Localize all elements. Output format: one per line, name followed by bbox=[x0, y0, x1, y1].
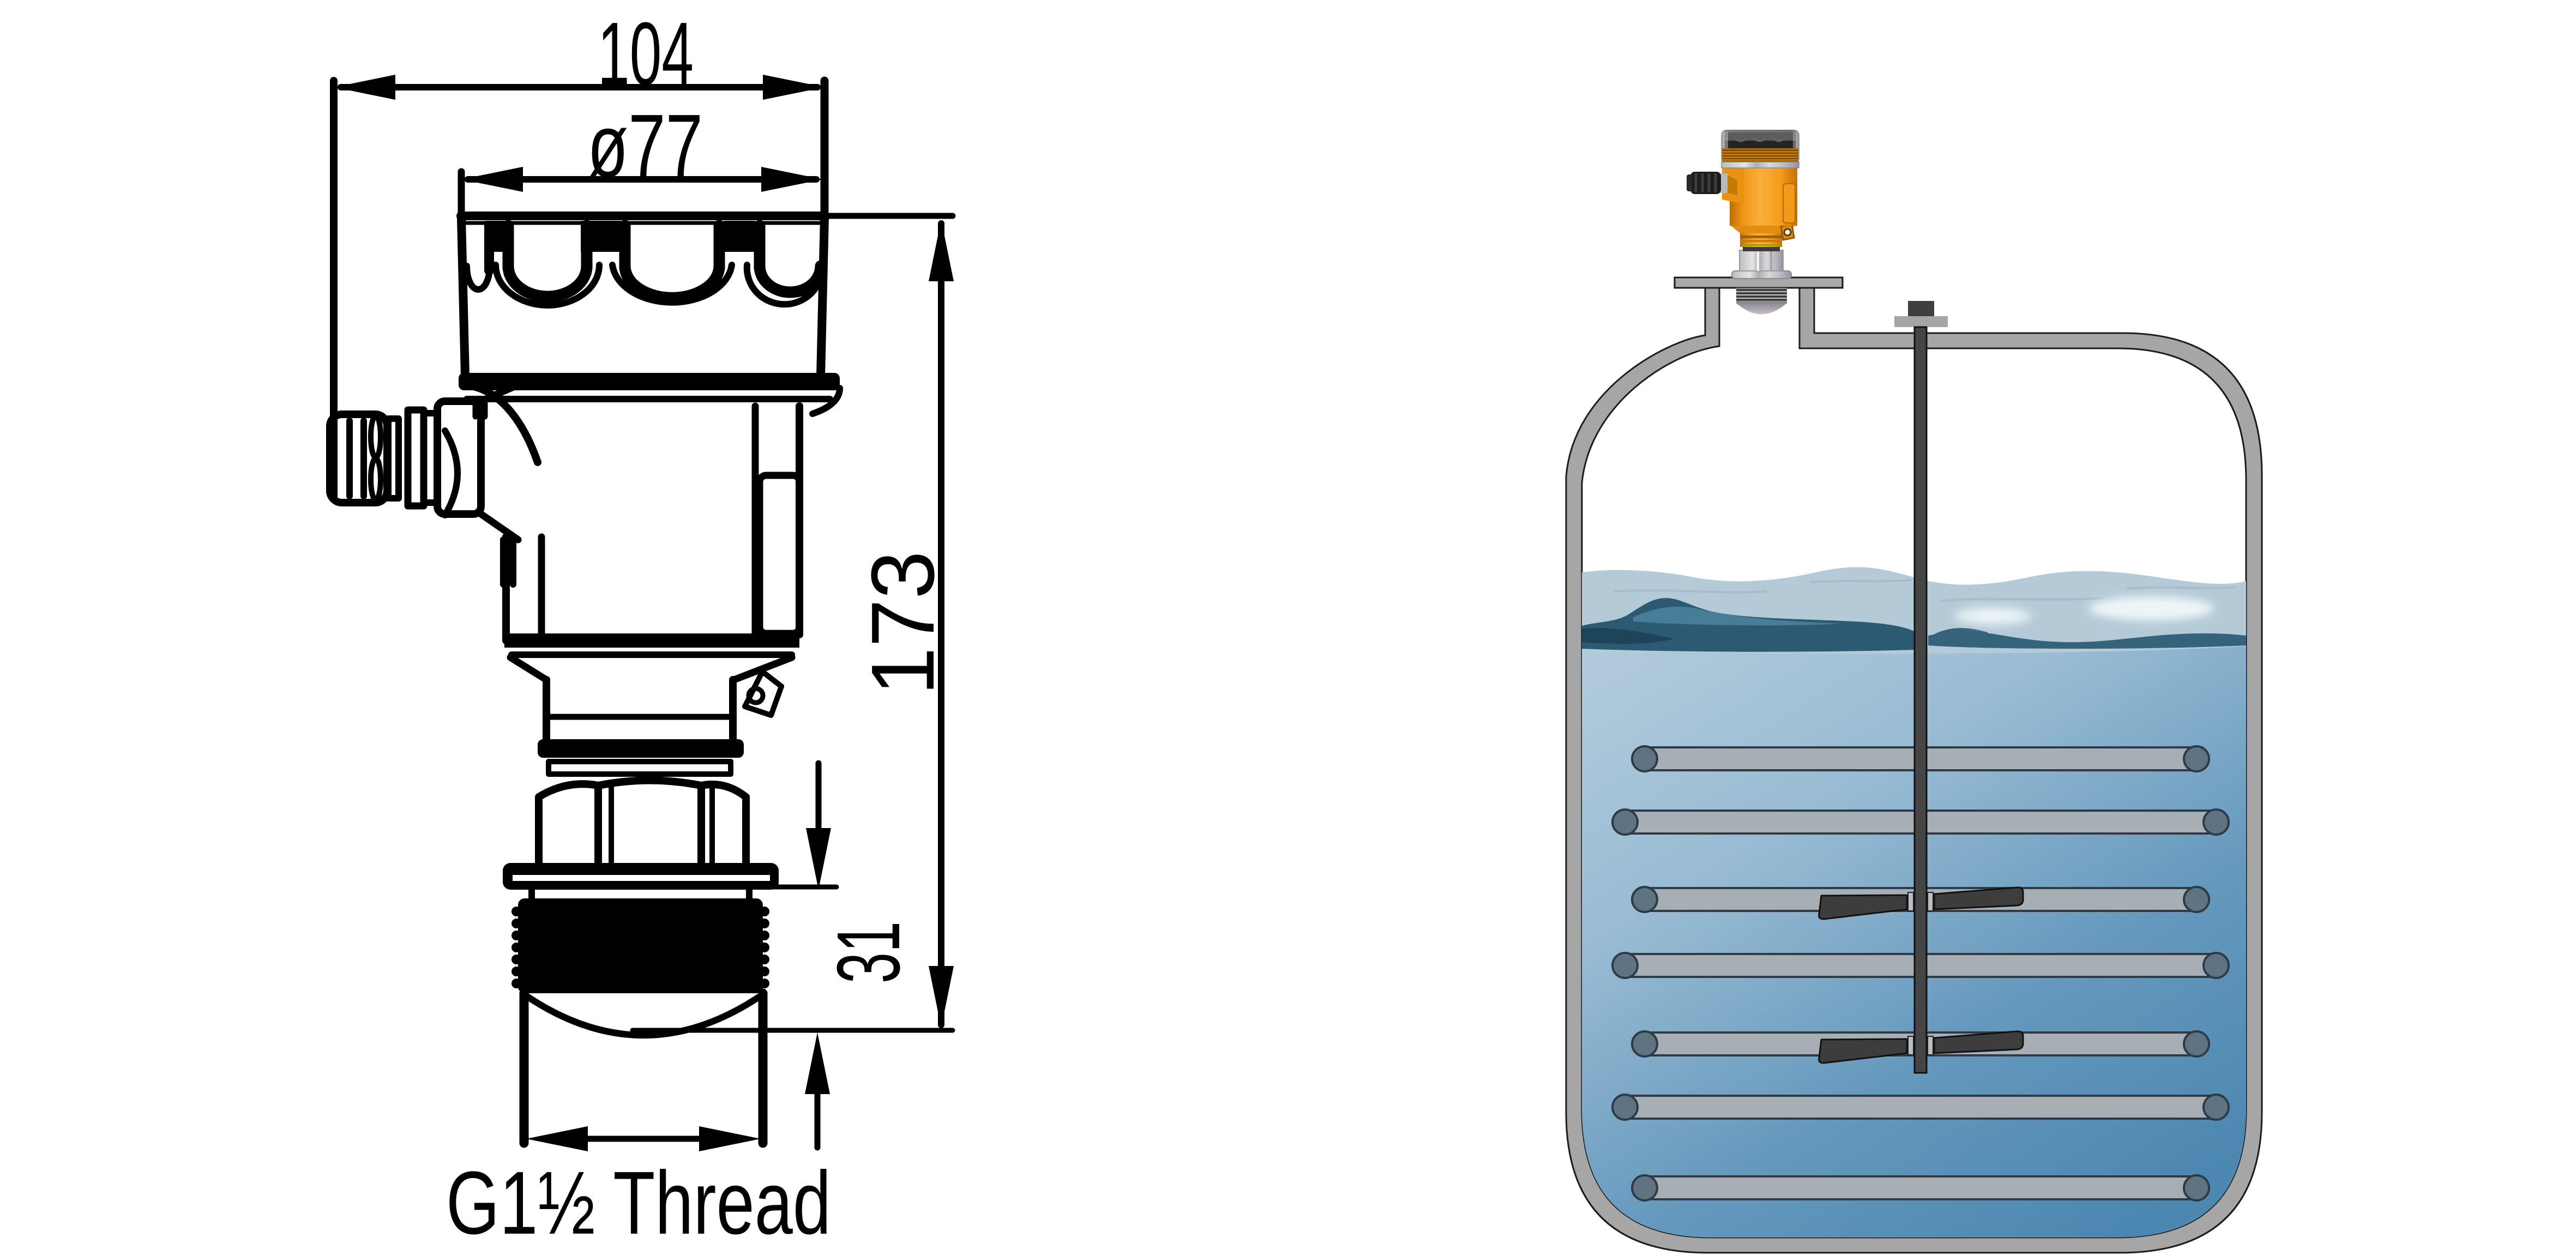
svg-text:ø77: ø77 bbox=[587, 96, 703, 196]
svg-text:104: 104 bbox=[598, 4, 694, 104]
svg-text:31: 31 bbox=[818, 921, 918, 983]
svg-text:G1½ Thread: G1½ Thread bbox=[446, 1153, 831, 1253]
svg-text:173: 173 bbox=[853, 551, 953, 696]
